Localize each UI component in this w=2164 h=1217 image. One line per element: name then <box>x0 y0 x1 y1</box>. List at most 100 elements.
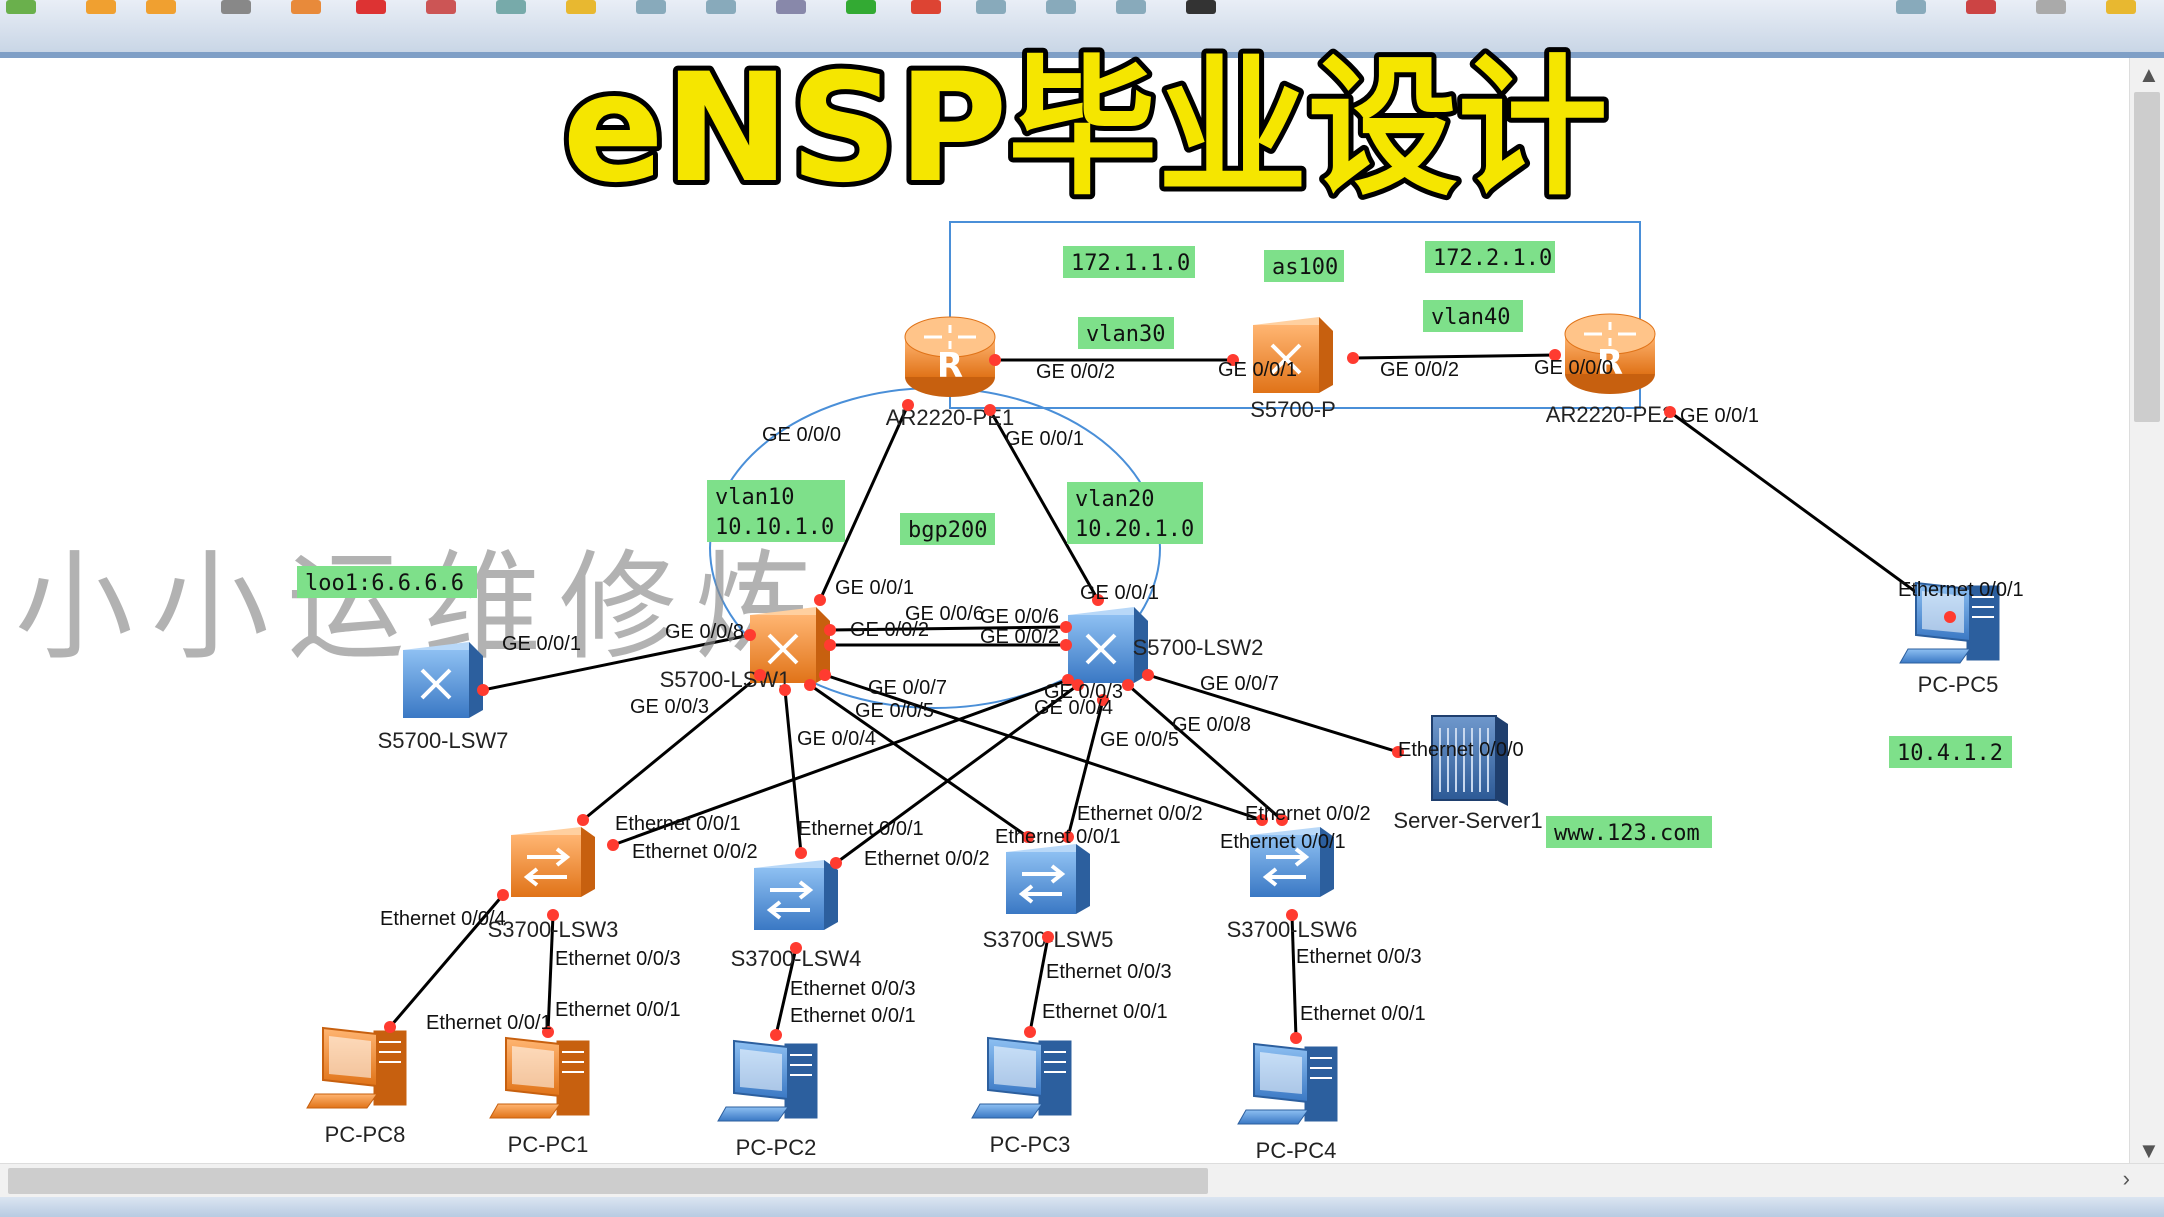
link-lsw2-lsw5[interactable] <box>1066 699 1105 838</box>
toolbar-button-icon[interactable] <box>86 0 116 14</box>
link-lsw3-pc8[interactable] <box>388 894 505 1028</box>
device-lsw2[interactable]: S5700-LSW2 <box>1068 607 1263 683</box>
device-label: S3700-LSW6 <box>1227 917 1358 942</box>
toolbar-button-icon[interactable] <box>566 0 596 14</box>
toolbar-button-icon[interactable] <box>2106 0 2136 14</box>
vertical-scrollbar[interactable]: ▲ ▼ <box>2129 58 2164 1168</box>
port-dot <box>804 679 816 691</box>
horizontal-scrollbar[interactable]: › <box>0 1163 2164 1198</box>
vertical-scroll-thumb[interactable] <box>2134 92 2160 422</box>
link-lsw1-lsw3[interactable] <box>582 673 761 822</box>
toolbar-button-icon[interactable] <box>426 0 456 14</box>
toolbar-button-icon[interactable] <box>1186 0 1216 14</box>
toolbar-button-icon[interactable] <box>706 0 736 14</box>
device-pc5[interactable]: PC-PC5 <box>1899 581 2001 697</box>
pc-icon <box>717 1039 819 1122</box>
toolbar-button-icon[interactable] <box>221 0 251 14</box>
toolbar-button-icon[interactable] <box>846 0 876 14</box>
port-label: Ethernet 0/0/2 <box>1077 803 1203 825</box>
annotation-text: as100 <box>1272 255 1338 280</box>
device-pc1[interactable]: PC-PC1 <box>489 1036 591 1157</box>
link-pe1-lsw1[interactable] <box>818 404 910 601</box>
toolbar-button-icon[interactable] <box>496 0 526 14</box>
toolbar-button-icon[interactable] <box>146 0 176 14</box>
annotation-pc5-ip: 10.4.1.2 <box>1889 736 2012 768</box>
device-lsw6[interactable]: S3700-LSW6 <box>1227 827 1358 942</box>
device-pc2[interactable]: PC-PC2 <box>717 1039 819 1160</box>
link-pe1-lsw2[interactable] <box>988 409 1100 601</box>
device-pc4[interactable]: PC-PC4 <box>1237 1042 1339 1163</box>
port-label: Ethernet 0/0/2 <box>632 841 758 863</box>
link-lsw1-lsw6[interactable] <box>824 673 1263 822</box>
annotation-net-172-2: 172.2.1.0 <box>1425 241 1555 273</box>
access-switch-icon <box>754 860 838 930</box>
link-pe2-pc5[interactable] <box>1669 410 1951 619</box>
toolbar-button-icon[interactable] <box>776 0 806 14</box>
device-pc3[interactable]: PC-PC3 <box>971 1036 1073 1157</box>
port-dot <box>1060 639 1072 651</box>
port-dot <box>497 889 509 901</box>
toolbar-button-icon[interactable] <box>6 0 36 14</box>
link-lsw1-lsw2[interactable] <box>829 625 1067 632</box>
device-pc8[interactable]: PC-PC8 <box>306 1026 408 1147</box>
toolbar-button-icon[interactable] <box>636 0 666 14</box>
access-switch-icon <box>511 827 595 897</box>
link-lsw2-lsw4[interactable] <box>835 683 1079 865</box>
port-dot <box>770 1029 782 1041</box>
toolbar-button-icon[interactable] <box>911 0 941 14</box>
link-lsw2-lsw6[interactable] <box>1127 683 1283 822</box>
port-label: GE 0/0/6 <box>980 606 1059 628</box>
port-label: Ethernet 0/0/1 <box>1300 1003 1426 1025</box>
horizontal-scroll-thumb[interactable] <box>8 1168 1208 1194</box>
link-lsw1-lsw4[interactable] <box>783 689 803 854</box>
scroll-up-icon[interactable]: ▲ <box>2138 62 2160 87</box>
link-lsw1-lsw5[interactable] <box>809 683 1029 839</box>
toolbar-button-icon[interactable] <box>1966 0 1996 14</box>
scroll-down-icon[interactable]: ▼ <box>2138 1138 2160 1163</box>
link-lsw3-pc1[interactable] <box>546 914 555 1033</box>
toolbar-button-icon[interactable] <box>1896 0 1926 14</box>
device-label: S5700-P <box>1250 397 1336 422</box>
port-label: Ethernet 0/0/3 <box>790 978 916 1000</box>
port-label: GE 0/0/1 <box>1218 359 1297 381</box>
port-label: Ethernet 0/0/1 <box>790 1005 916 1027</box>
device-label: S5700-LSW1 <box>660 667 791 692</box>
device-lsw3[interactable]: S3700-LSW3 <box>488 827 619 942</box>
device-label: PC-PC1 <box>508 1132 589 1157</box>
port-label: Ethernet 0/0/1 <box>1898 579 2024 601</box>
link-lsw6-pc4[interactable] <box>1290 914 1298 1039</box>
pc-icon <box>971 1036 1073 1119</box>
toolbar-button-icon[interactable] <box>291 0 321 14</box>
toolbar-button-icon[interactable] <box>2036 0 2066 14</box>
device-lsw1[interactable]: S5700-LSW1 <box>660 607 830 692</box>
annotation-text: 172.2.1.0 <box>1433 246 1552 271</box>
link-lsw5-pc3[interactable] <box>1028 936 1050 1033</box>
topology-canvas[interactable] <box>0 58 2164 1163</box>
port-label: GE 0/0/8 <box>1172 714 1251 736</box>
device-p[interactable]: S5700-P <box>1250 317 1336 422</box>
toolbar-button-icon[interactable] <box>1116 0 1146 14</box>
link-lsw7-lsw1[interactable] <box>482 633 751 692</box>
toolbar-button-icon[interactable] <box>976 0 1006 14</box>
port-dot <box>1256 814 1268 826</box>
device-lsw7[interactable]: S5700-LSW7 <box>378 642 509 753</box>
annotation-text: loo1:6.6.6.6 <box>305 571 464 596</box>
link-lsw2-server1[interactable] <box>1147 673 1399 754</box>
device-label: PC-PC8 <box>325 1122 406 1147</box>
port-dot <box>1276 814 1288 826</box>
device-server1[interactable]: Server-Server1 <box>1393 715 1543 833</box>
scroll-right-icon[interactable]: › <box>2122 1166 2130 1191</box>
link-lsw2-lsw3[interactable] <box>612 678 1069 847</box>
toolbar-button-icon[interactable] <box>356 0 386 14</box>
port-dot <box>547 909 559 921</box>
router-icon: R <box>904 316 996 397</box>
toolbar-button-icon[interactable] <box>1046 0 1076 14</box>
port-label: GE 0/0/7 <box>1200 673 1279 695</box>
port-dot <box>754 669 766 681</box>
device-lsw4[interactable]: S3700-LSW4 <box>731 860 862 971</box>
link-p-pe2[interactable] <box>1352 353 1556 360</box>
link-lsw4-pc2[interactable] <box>774 947 798 1036</box>
server-icon <box>1431 715 1508 806</box>
